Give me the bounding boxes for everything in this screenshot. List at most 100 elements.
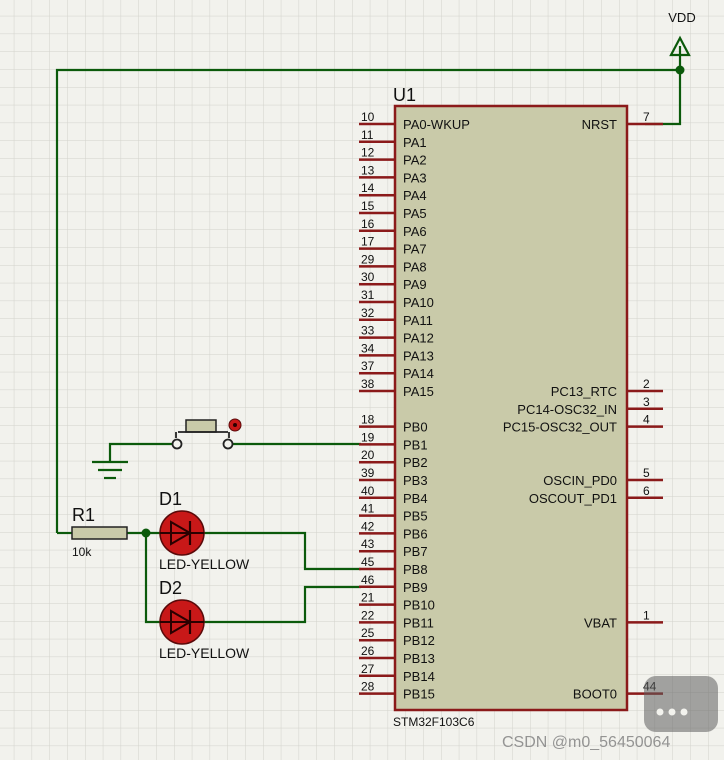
pin-name: PA13 [403, 348, 434, 363]
pin-number: 34 [361, 341, 375, 355]
pin-number: 11 [361, 128, 374, 142]
switch-contact [222, 438, 234, 450]
pin-number: 33 [361, 324, 375, 338]
pin-number: 18 [361, 413, 375, 427]
d1-ref: D1 [159, 489, 182, 509]
pin-number: 7 [643, 110, 650, 124]
pin-name: PB1 [403, 437, 428, 452]
pin-name: PA3 [403, 170, 427, 185]
pin-number: 39 [361, 466, 375, 480]
pin-number: 25 [361, 626, 375, 640]
pin-number: 46 [361, 573, 375, 587]
wire-vdd-loop [55, 55, 682, 533]
pin-number: 22 [361, 608, 375, 622]
pin-number: 2 [643, 377, 650, 391]
led-d1[interactable]: D1 LED-YELLOW [159, 489, 250, 572]
pin-name: PB3 [403, 473, 428, 488]
pin-name: PC14-OSC32_IN [517, 402, 617, 417]
pin-number: 21 [361, 591, 375, 605]
pin-name: PA12 [403, 331, 434, 346]
ground-symbol[interactable] [92, 460, 128, 480]
pin-number: 15 [361, 199, 375, 213]
push-button[interactable] [171, 418, 242, 450]
chat-bubble-icon [644, 676, 718, 732]
pin-number: 12 [361, 146, 375, 160]
wire-d2-branch [144, 533, 160, 624]
pin-number: 4 [643, 413, 650, 427]
pin-number: 30 [361, 270, 375, 284]
pin-number: 43 [361, 537, 375, 551]
pin-name: PB13 [403, 651, 435, 666]
led-d2[interactable]: D2 LED-YELLOW [159, 578, 250, 661]
pin-number: 29 [361, 252, 375, 266]
pin-number: 37 [361, 359, 375, 373]
pin-number: 31 [361, 288, 375, 302]
pin-number: 26 [361, 644, 375, 658]
pin-name: PC13_RTC [551, 384, 617, 399]
pin-name: PA5 [403, 206, 427, 221]
pin-number: 10 [361, 110, 375, 124]
pin-name: PB5 [403, 509, 428, 524]
pin-number: 28 [361, 680, 375, 694]
pin-name: NRST [582, 117, 617, 132]
pin-name: PB4 [403, 491, 428, 506]
chip-body [393, 104, 629, 712]
pin-name: PA14 [403, 366, 434, 381]
pin-number: 41 [361, 502, 375, 516]
r1-value: 10k [72, 545, 92, 559]
pin-name: PA2 [403, 153, 427, 168]
pin-name: OSCOUT_PD1 [529, 491, 617, 506]
pin-name: PB10 [403, 598, 435, 613]
d2-value: LED-YELLOW [159, 645, 250, 661]
pin-name: PA8 [403, 259, 427, 274]
resistor-r1[interactable]: R1 10k [71, 505, 128, 559]
junction-dot [141, 528, 151, 538]
vdd-terminal[interactable]: VDD [668, 10, 696, 57]
pin-number: 32 [361, 306, 375, 320]
pin-name: PA1 [403, 135, 427, 150]
switch-contact [171, 438, 183, 450]
